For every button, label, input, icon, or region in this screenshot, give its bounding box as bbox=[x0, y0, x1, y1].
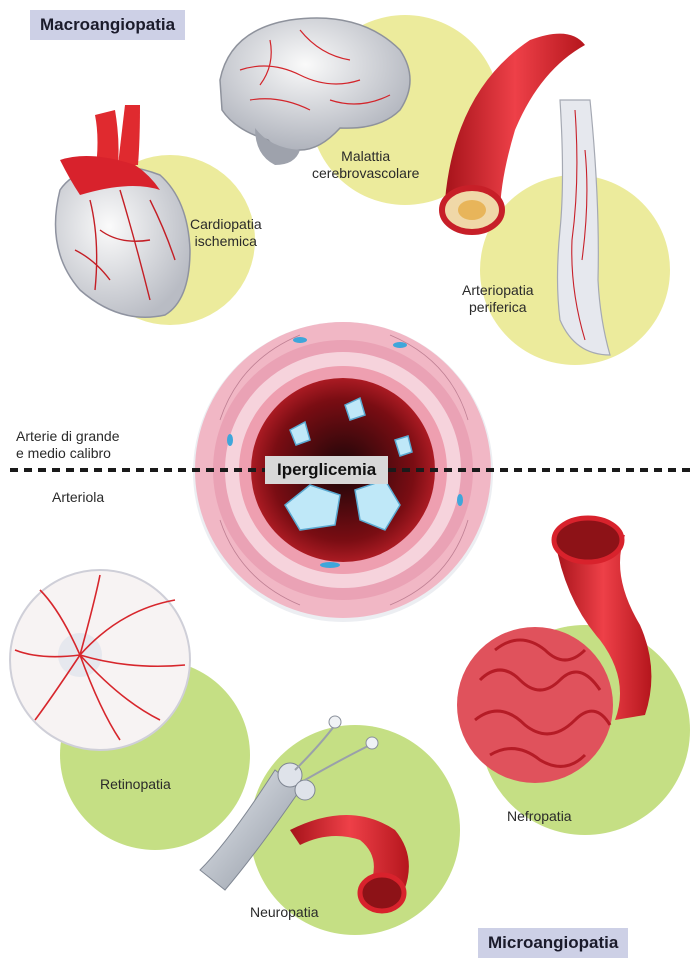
macro-title: Macroangiopatia bbox=[30, 10, 185, 40]
label-nefropatia: Nefropatia bbox=[507, 808, 572, 825]
label-neuropatia: Neuropatia bbox=[250, 904, 319, 921]
center-label: Iperglicemia bbox=[265, 456, 388, 484]
label-retinopatia: Retinopatia bbox=[100, 776, 171, 793]
divider-below-label: Arteriola bbox=[52, 489, 104, 506]
micro-title: Microangiopatia bbox=[478, 928, 628, 958]
